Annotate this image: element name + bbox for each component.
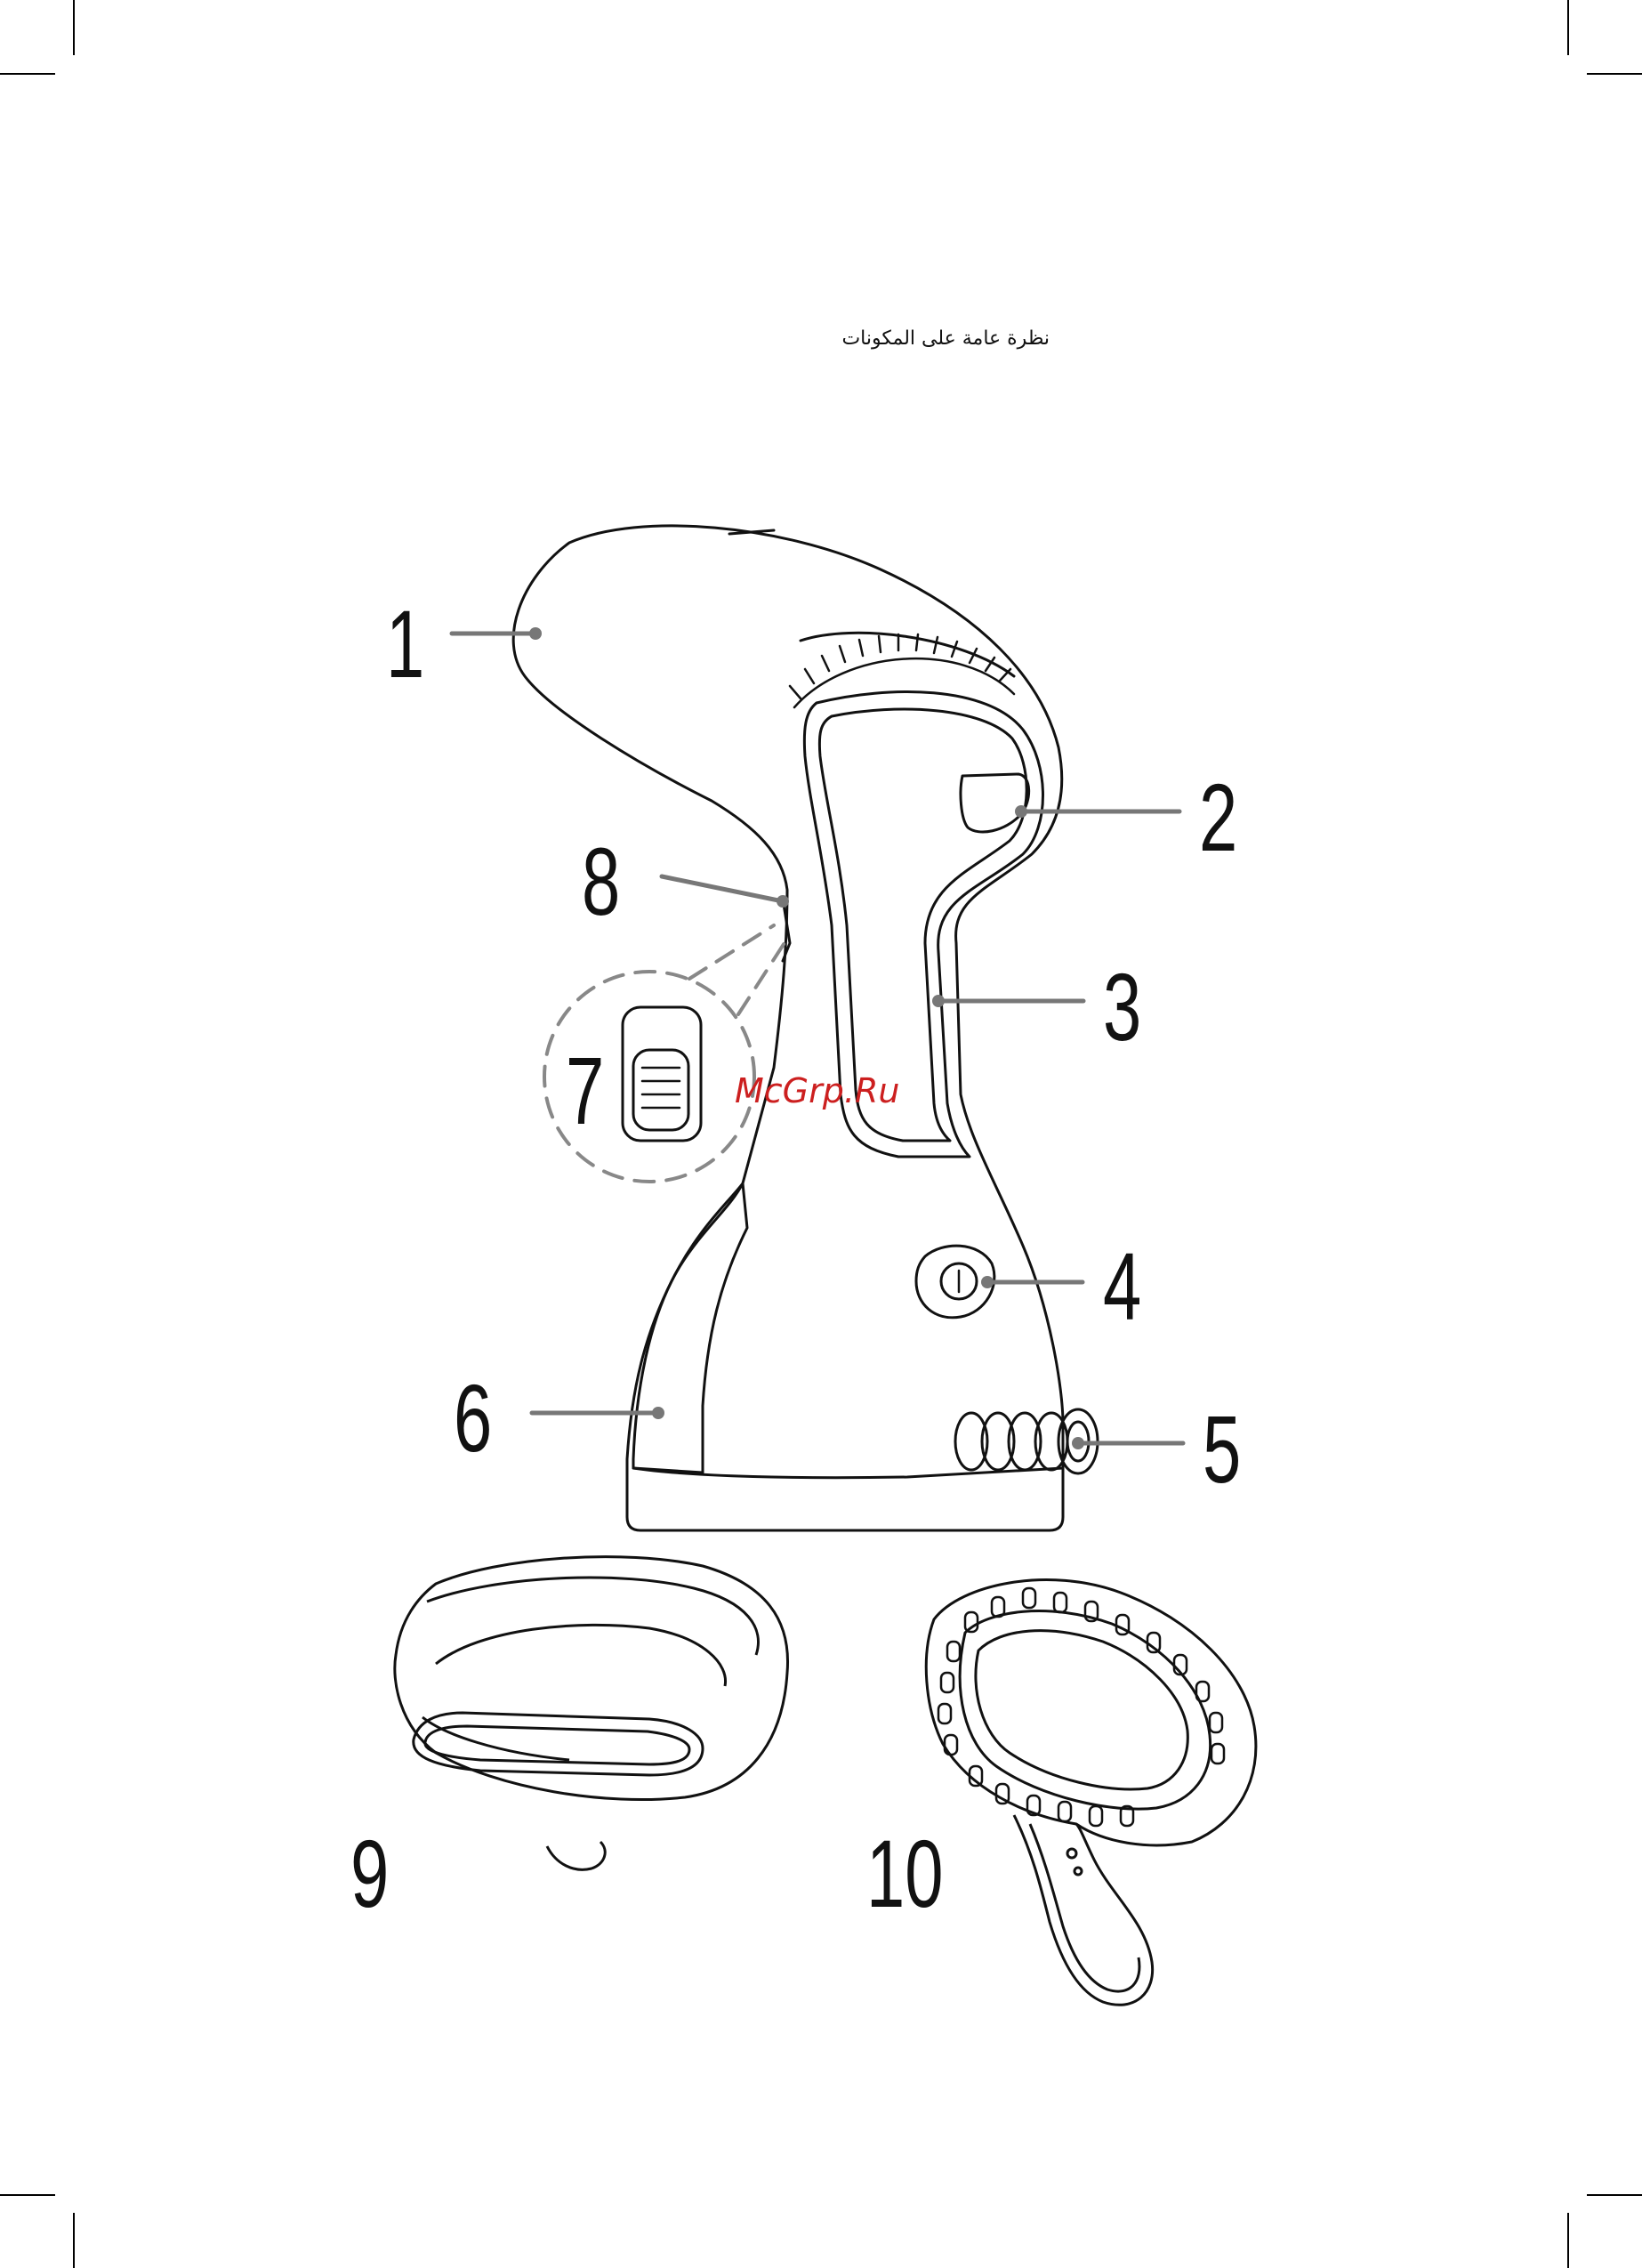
callout-8: 8 xyxy=(582,834,620,930)
callout-5: 5 xyxy=(1203,1401,1241,1497)
callout-6: 6 xyxy=(454,1370,492,1466)
callout-4: 4 xyxy=(1103,1239,1141,1335)
leader-8 xyxy=(662,876,783,901)
callout-3: 3 xyxy=(1103,959,1141,1055)
crease-attachment xyxy=(395,1557,788,1870)
callout-2: 2 xyxy=(1199,770,1237,866)
steamer-head xyxy=(513,526,1063,1530)
callout-7: 7 xyxy=(566,1043,604,1139)
ribbed-collar xyxy=(790,634,1014,707)
watermark: McGrp.Ru xyxy=(735,1071,899,1110)
zoom-connector-1 xyxy=(689,925,774,979)
slider-switch-ridges xyxy=(642,1068,680,1108)
callout-1: 1 xyxy=(386,596,424,692)
callout-10: 10 xyxy=(866,1826,944,1922)
callout-9: 9 xyxy=(350,1826,389,1922)
brush-attachment xyxy=(926,1580,1256,2006)
slider-switch xyxy=(633,1050,688,1130)
reservoir-band xyxy=(801,633,1014,676)
trigger-button xyxy=(961,774,1029,832)
